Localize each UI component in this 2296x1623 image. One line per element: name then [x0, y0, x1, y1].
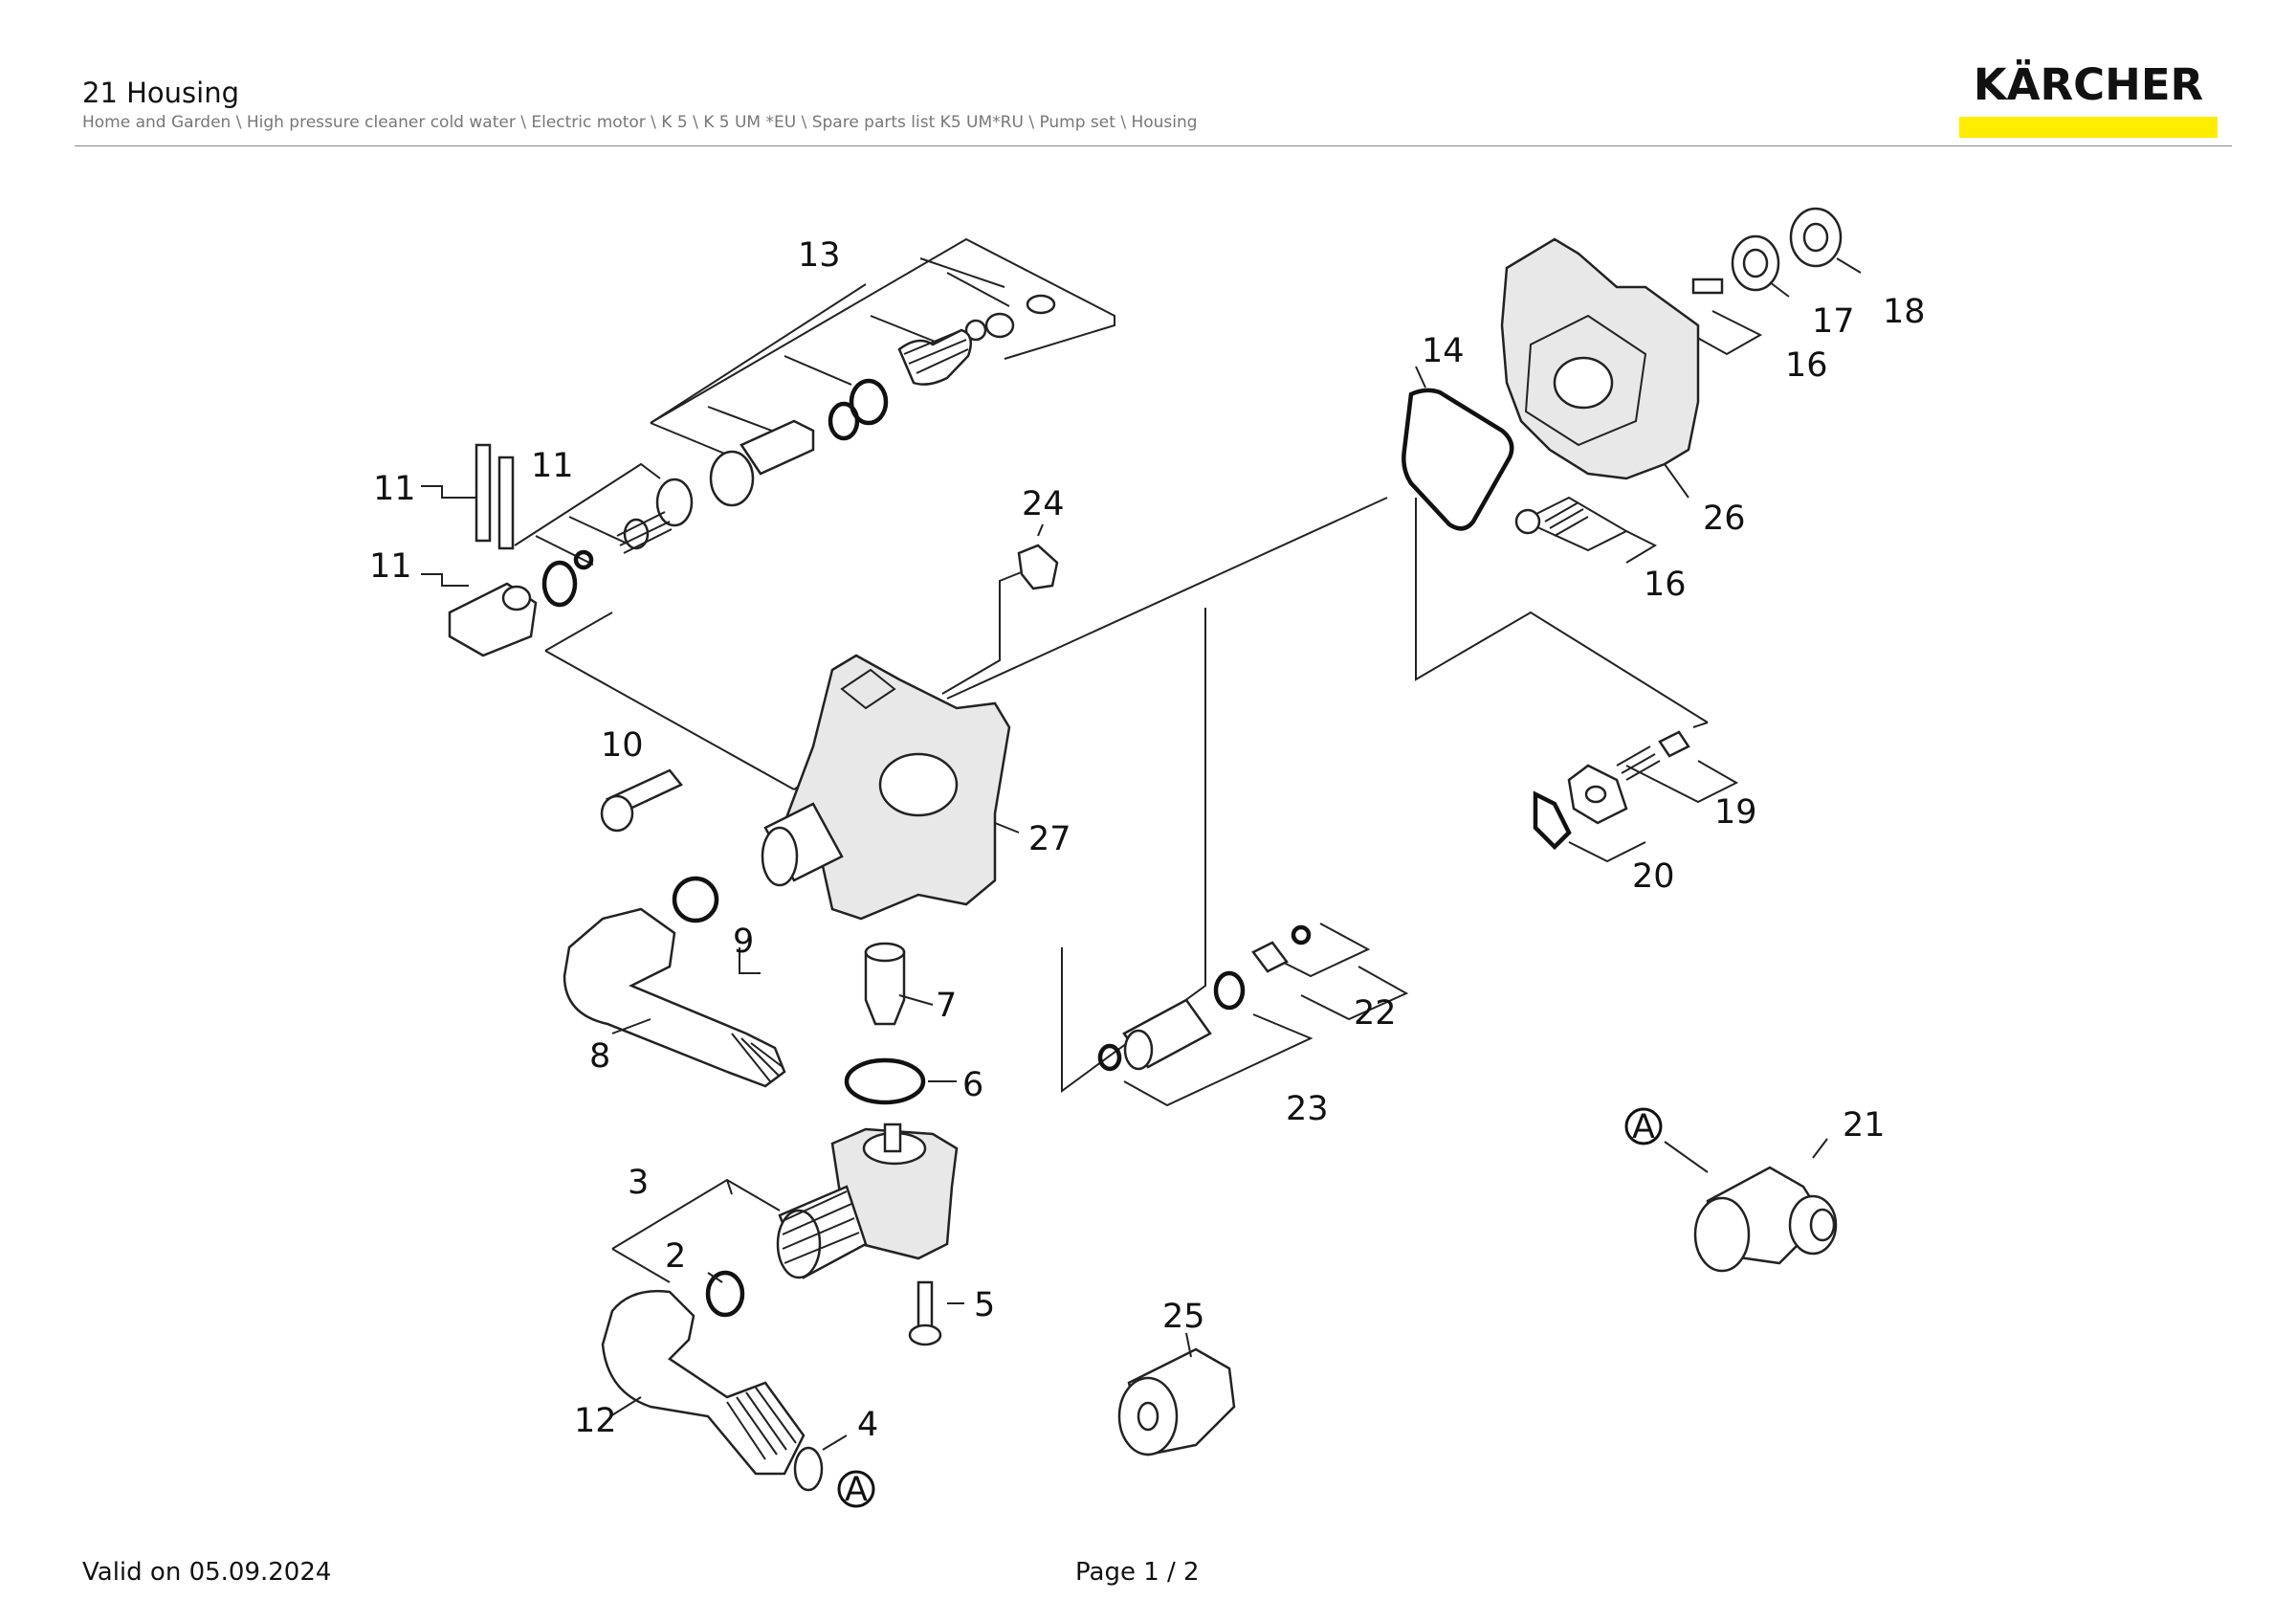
label-14: 14 [1422, 332, 1465, 370]
position-labels: 13 11 11 11 24 14 17 18 16 26 16 10 27 1… [369, 236, 1926, 1444]
label-21: 21 [1843, 1106, 1886, 1145]
label-27: 27 [1028, 820, 1071, 858]
valid-date: Valid on 05.09.2024 [82, 1558, 332, 1587]
label-6: 6 [962, 1066, 983, 1104]
label-2: 2 [665, 1237, 686, 1276]
label-20: 20 [1632, 857, 1675, 896]
label-11: 11 [373, 470, 416, 508]
label-5: 5 [974, 1286, 995, 1324]
label-25: 25 [1162, 1298, 1205, 1336]
ref-a-label: A [845, 1471, 868, 1509]
page-number: Page 1 / 2 [1075, 1558, 1200, 1587]
label-12: 12 [574, 1402, 617, 1440]
label-13: 13 [798, 236, 841, 275]
ref-a-label: A [1632, 1108, 1655, 1146]
page-title: 21 Housing [82, 77, 240, 109]
label-17: 17 [1812, 302, 1855, 341]
label-18: 18 [1883, 293, 1926, 331]
label-11: 11 [369, 547, 412, 586]
label-16: 16 [1644, 566, 1687, 604]
parts-graphics [448, 207, 1862, 1492]
label-23: 23 [1286, 1090, 1329, 1128]
logo-yellow-bar [1959, 117, 2218, 138]
label-8: 8 [589, 1037, 610, 1076]
label-7: 7 [936, 987, 957, 1025]
label-3: 3 [628, 1164, 649, 1202]
header-divider [75, 145, 2232, 146]
label-22: 22 [1354, 994, 1397, 1033]
label-4: 4 [857, 1406, 878, 1444]
reference-a-marker-lower: A [837, 1470, 875, 1509]
breadcrumb: Home and Garden \ High pressure cleaner … [82, 113, 1198, 132]
label-9: 9 [733, 923, 754, 961]
label-19: 19 [1714, 793, 1757, 832]
label-11: 11 [531, 447, 574, 485]
label-26: 26 [1703, 500, 1746, 538]
label-24: 24 [1022, 485, 1065, 523]
label-10: 10 [601, 726, 644, 765]
reference-a-marker-upper: A [1624, 1107, 1663, 1146]
label-16: 16 [1785, 346, 1828, 385]
logo-wordmark: KÄRCHER [1973, 59, 2204, 110]
karcher-logo: KÄRCHER [1959, 59, 2218, 138]
